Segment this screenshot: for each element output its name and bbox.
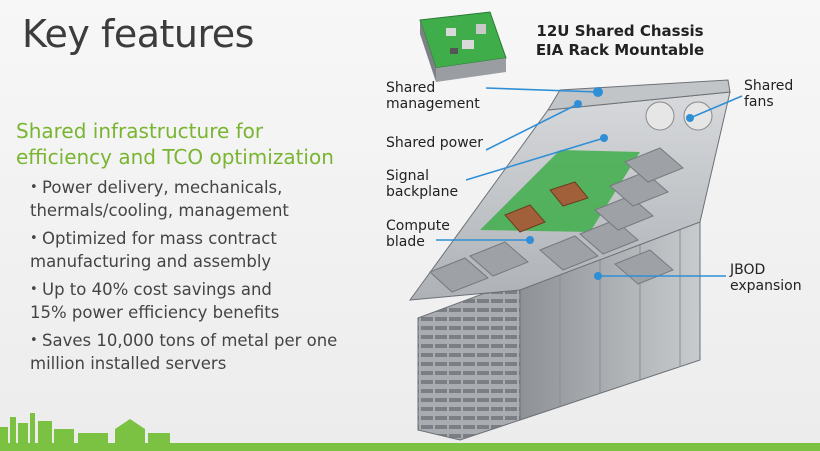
footer-bar [0,443,820,451]
bullet-line: Optimized for mass contract [42,229,277,248]
callout-dots [526,87,694,280]
chassis-title: 12U Shared Chassis EIA Rack Mountable [500,22,740,60]
bullet-line: Saves 10,000 tons of metal per one [42,331,338,350]
skyline-graphic [0,413,170,443]
callout-shared-management: Shared management [386,80,480,112]
callout-text: expansion [730,278,802,294]
bullet-item: Saves 10,000 tons of metal per one milli… [30,329,350,375]
bullet-line: million installed servers [30,354,227,373]
feature-bullet-list: Power delivery, mechanicals, thermals/co… [30,176,350,380]
bullet-line: 15% power efficiency benefits [30,303,280,322]
subheading-line-1: Shared infrastructure for [16,119,264,143]
bullet-line: Power delivery, mechanicals, [42,178,283,197]
callout-text: blade [386,234,425,250]
callout-compute-blade: Compute blade [386,218,450,250]
callout-text: Signal [386,168,430,184]
callout-text: Shared power [386,135,484,151]
callout-text: management [386,96,480,112]
chassis-body [408,79,731,441]
bullet-item: Up to 40% cost savings and 15% power eff… [30,278,350,324]
callout-lines [436,87,743,277]
chassis-title-line-1: 12U Shared Chassis [536,22,704,40]
blade-thumbnail [419,11,507,82]
callout-signal-backplane: Signal backplane [386,168,458,200]
bullet-line: manufacturing and assembly [30,252,272,271]
callout-text: backplane [386,184,459,200]
callout-text: JBOD [730,262,766,278]
slide-title: Key features [22,12,254,56]
callout-shared-fans: Shared fans [744,78,793,110]
subheading-line-2: efficiency and TCO optimization [16,145,334,169]
callout-jbod-expansion: JBOD expansion [730,262,802,294]
callout-text: Shared [386,80,436,96]
callout-text: Shared [744,78,794,94]
chassis-title-line-2: EIA Rack Mountable [535,41,705,59]
bullet-line: Up to 40% cost savings and [42,280,272,299]
callout-text: fans [744,94,774,110]
subheading: Shared infrastructure for efficiency and… [16,118,356,170]
bullet-item: Power delivery, mechanicals, thermals/co… [30,176,350,222]
bullet-line: thermals/cooling, management [30,201,289,220]
callout-text: Compute [386,218,450,234]
callout-shared-power: Shared power [386,135,483,151]
bullet-item: Optimized for mass contract manufacturin… [30,227,350,273]
